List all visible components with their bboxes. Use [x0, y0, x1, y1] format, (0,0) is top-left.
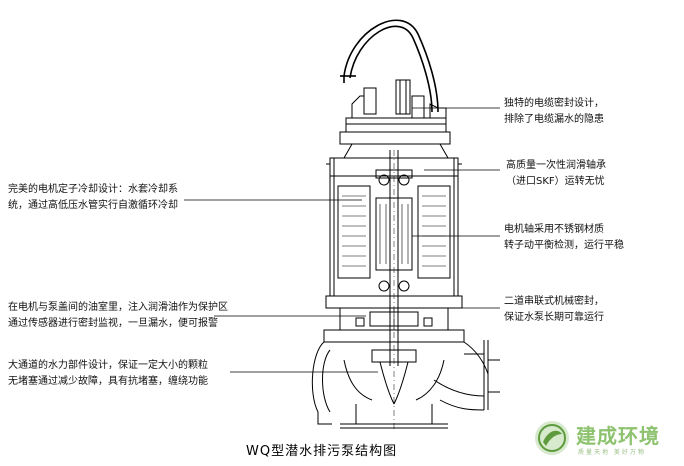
- annotation-line: 保证水泵长期可靠运行: [504, 312, 604, 323]
- volute-casing: [311, 340, 500, 429]
- annotation-hydraulic-parts: 大通道的水力部件设计，保证一定大小的颗粒 无堵塞通过减少故障，具有抗堵塞，缠绕功…: [8, 358, 208, 390]
- leader-lines-left: [184, 199, 378, 373]
- annotation-line: 电机轴采用不锈钢材质: [504, 224, 604, 235]
- annotation-line: 通过传感器进行密封监视，一旦漏水，便可报警: [8, 318, 218, 329]
- annotation-line: 统，通过高低压水管实行自激循环冷却: [8, 200, 178, 211]
- brand-logo-mark-icon: [535, 421, 569, 455]
- brand-logo: 建成环境 质量天地 美好万物: [532, 416, 676, 460]
- annotation-cable-seal: 独特的电缆密封设计， 排除了电缆漏水的隐患: [504, 96, 604, 128]
- annotation-shaft: 电机轴采用不锈钢材质 转子动平衡检测，运行平稳: [504, 222, 624, 254]
- annotation-mechanical-seal: 二道串联式机械密封， 保证水泵长期可靠运行: [504, 294, 604, 326]
- annotation-line: 无堵塞通过减少故障，具有抗堵塞，缠绕功能: [8, 376, 208, 387]
- lifting-handle: [340, 19, 439, 113]
- annotation-oil-chamber: 在电机与泵盖间的油室里，注入润滑油作为保护区 通过传感器进行密封监视，一旦漏水，…: [8, 300, 228, 332]
- brand-logo-title: 建成环境: [576, 424, 660, 448]
- annotation-line: 高质量一次性润滑轴承: [506, 160, 606, 171]
- annotation-line: 排除了电缆漏水的隐患: [504, 114, 604, 125]
- annotation-line: 大通道的水力部件设计，保证一定大小的颗粒: [8, 360, 208, 371]
- annotation-line: 独特的电缆密封设计，: [504, 98, 604, 109]
- brand-logo-slogan: 质量天地 美好万物: [578, 449, 646, 456]
- annotation-line: 二道串联式机械密封，: [504, 296, 604, 307]
- annotation-line: 完美的电机定子冷却设计：水套冷却系: [8, 184, 178, 195]
- annotation-stator-cooling: 完美的电机定子冷却设计：水套冷却系 统，通过高低压水管实行自激循环冷却: [8, 182, 178, 214]
- top-head: [339, 79, 451, 159]
- annotation-line: 在电机与泵盖间的油室里，注入润滑油作为保护区: [8, 302, 228, 313]
- annotation-line: 转子动平衡检测，运行平稳: [504, 240, 624, 251]
- annotation-line: （进口SKF）运转无忧: [506, 176, 605, 187]
- diagram-caption: WQ型潜水排污泵结构图: [246, 444, 398, 459]
- annotation-bearing: 高质量一次性润滑轴承 （进口SKF）运转无忧: [506, 158, 606, 190]
- leader-lines-right: [410, 107, 500, 309]
